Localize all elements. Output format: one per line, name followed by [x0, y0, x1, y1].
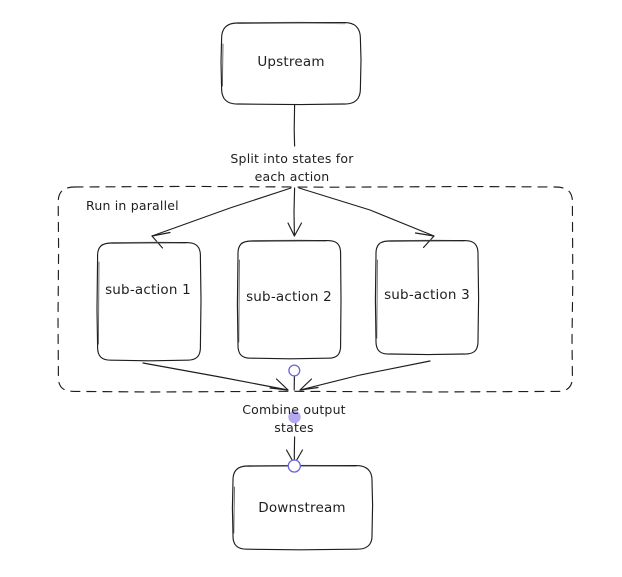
edge-label-split-line1: Split into states for	[230, 151, 354, 166]
node-upstream-label: Upstream	[257, 54, 325, 70]
node-sub-action-3-shape[interactable]	[374, 239, 480, 356]
sub-action-3-box-outline	[374, 240, 480, 356]
binding-point-circle-top[interactable]	[288, 364, 301, 377]
sub-action-2-sketch-stroke	[238, 259, 240, 343]
binding-point-circle-bottom[interactable]	[287, 459, 301, 473]
arrowhead	[299, 378, 319, 391]
sub-action-1-box-outline	[96, 242, 202, 362]
group-run-in-parallel-label: Run in parallel	[86, 198, 179, 213]
node-upstream-shape[interactable]	[220, 21, 362, 106]
edge-line	[151, 187, 292, 237]
edge-line	[142, 362, 289, 391]
sub-action-1-sketch-stroke	[97, 261, 100, 345]
binding-point-dot[interactable]	[288, 410, 301, 424]
group-dashed-border	[57, 185, 574, 393]
edge-line	[298, 187, 435, 237]
edge-split-to-sub-action-3[interactable]	[298, 187, 435, 249]
node-sub-action-2-label: sub-action 2	[246, 289, 332, 305]
edge-sub-action-3-to-combine[interactable]	[299, 360, 431, 391]
arrowhead	[287, 222, 303, 237]
edge-label-split-line2: each action	[254, 169, 330, 184]
sub-action-2-box-outline	[236, 240, 342, 360]
arrowhead	[269, 378, 289, 391]
edge-sub-action-1-to-combine[interactable]	[142, 362, 289, 391]
upstream-box-outline	[220, 22, 362, 106]
node-downstream-label: Downstream	[258, 500, 346, 516]
arrowhead	[414, 232, 435, 249]
node-sub-action-3-label: sub-action 3	[384, 287, 470, 303]
sub-action-3-sketch-stroke	[376, 259, 378, 339]
edge-line	[299, 360, 431, 391]
node-sub-action-1-label: sub-action 1	[105, 282, 191, 298]
edge-split-to-sub-action-2[interactable]	[287, 187, 303, 237]
edge-label-combine-line1: Combine output	[242, 402, 346, 417]
upstream-sketch-stroke	[221, 43, 224, 87]
group-run-in-parallel[interactable]	[57, 185, 574, 393]
node-sub-action-2-shape[interactable]	[236, 239, 342, 360]
edge-line	[293, 187, 296, 237]
downstream-box-outline	[231, 465, 374, 551]
edge-label-combine-line2: states	[274, 420, 314, 435]
downstream-sketch-stroke	[233, 486, 235, 534]
node-sub-action-1-shape[interactable]	[96, 241, 202, 362]
